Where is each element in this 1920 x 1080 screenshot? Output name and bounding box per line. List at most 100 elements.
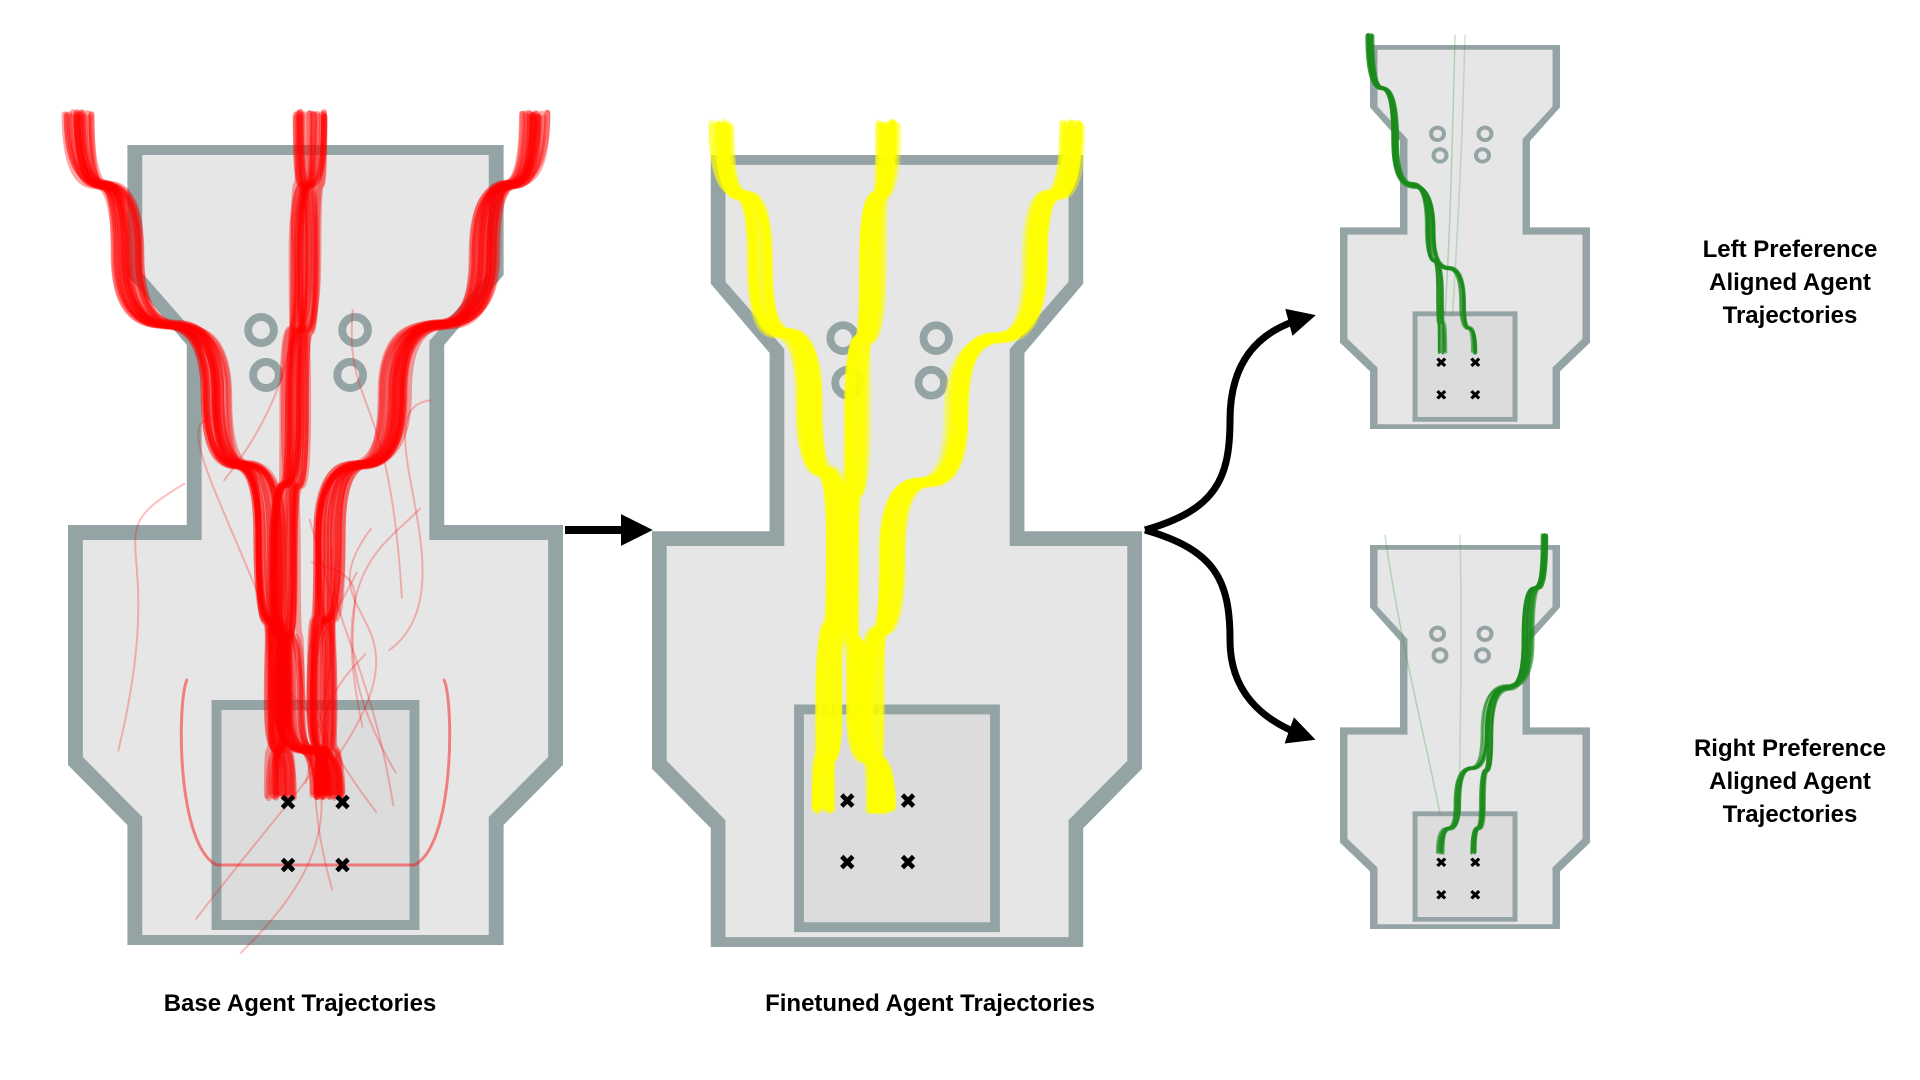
trajectory-line <box>278 111 332 796</box>
trajectory-line <box>868 120 1071 811</box>
trajectory-line <box>836 122 902 810</box>
trajectory-line <box>1473 533 1545 854</box>
trajectory-line <box>268 109 316 796</box>
trajectory-line <box>1458 534 1462 815</box>
trajectory-line <box>73 111 296 800</box>
trajectory-line <box>84 110 284 799</box>
trajectory-line <box>866 120 1067 813</box>
trajectory-line <box>309 114 547 796</box>
trajectory-line <box>271 112 332 799</box>
trajectory-line <box>268 110 339 796</box>
trajectory-line <box>876 121 1083 815</box>
marker-x: ✖ <box>333 791 351 816</box>
trajectory-line <box>847 121 896 810</box>
trajectory-line <box>306 114 541 796</box>
trajectory-line <box>315 110 551 797</box>
trajectory-line <box>858 120 1074 815</box>
trajectory-line <box>68 113 286 798</box>
trajectory-line <box>846 120 887 813</box>
trajectory-line <box>714 120 850 813</box>
trajectory-line <box>860 121 1083 810</box>
trajectory-line <box>81 112 275 799</box>
marker-x: ✖ <box>1435 855 1448 872</box>
caption-left-line3: Trajectories <box>1722 302 1858 329</box>
trajectory-line <box>863 118 1075 813</box>
marker-x: ✖ <box>279 791 297 816</box>
trajectory-line <box>273 109 334 796</box>
trajectory-line <box>720 121 841 813</box>
caption-finetuned: Finetuned Agent Trajectories <box>765 990 1095 1017</box>
trajectory-line <box>725 121 843 811</box>
trajectory-line <box>280 113 322 798</box>
finetuned-trajectories <box>708 118 1086 815</box>
trajectory-line <box>319 112 541 800</box>
trajectory-line <box>847 119 896 813</box>
trajectory-line <box>61 111 280 796</box>
spawn-room <box>1412 811 1518 922</box>
arrow-to-left-preference <box>1144 308 1316 534</box>
trajectory-line <box>865 120 1083 815</box>
right-preference-trajectories <box>1384 533 1549 855</box>
trajectory-line <box>847 124 897 815</box>
trajectory-line <box>860 121 1083 810</box>
marker-x: ✖ <box>899 789 917 814</box>
trajectory-line <box>310 111 537 801</box>
trajectory-line <box>275 114 341 796</box>
trajectory-line <box>74 109 293 796</box>
trajectory-line <box>865 123 1086 814</box>
trajectory-line <box>319 527 378 781</box>
spawn-markers: ✖ ✖ ✖ ✖ <box>279 791 352 879</box>
trajectory-line <box>314 113 536 801</box>
trajectory-line <box>313 110 540 800</box>
trajectory-line <box>838 123 889 812</box>
trajectory-line <box>283 109 333 800</box>
trajectory-line <box>725 124 837 810</box>
trajectory-line <box>77 111 290 799</box>
arrow-to-right-preference <box>1144 526 1316 744</box>
trajectory-line <box>310 561 397 774</box>
caption-right-line1: Right Preference <box>1693 735 1887 762</box>
trajectory-line <box>78 109 283 801</box>
trajectory-line <box>197 416 271 622</box>
trajectory-line <box>74 112 287 800</box>
trajectory-line <box>73 114 290 800</box>
trajectory-line <box>839 119 897 813</box>
pillars <box>826 321 953 400</box>
trajectory-line <box>270 111 345 801</box>
trajectory-line <box>708 119 851 812</box>
trajectory-line <box>350 309 403 599</box>
trajectory-line <box>315 114 534 796</box>
trajectory-line <box>850 118 896 812</box>
trajectory-line <box>179 678 452 867</box>
trajectory-line <box>73 114 288 800</box>
trajectory-line <box>862 124 1069 814</box>
trajectory-line <box>281 111 320 800</box>
trajectory-line <box>874 122 1069 813</box>
marker-x: ✖ <box>1435 387 1448 404</box>
trajectory-line <box>274 110 345 796</box>
trajectory-line <box>722 122 842 809</box>
caption-left-line2: Aligned Agent <box>1709 269 1871 296</box>
trajectory-line <box>388 399 432 652</box>
trajectory-line <box>273 111 320 797</box>
trajectory-line <box>715 122 835 810</box>
trajectory-line <box>713 123 844 811</box>
spawn-room <box>211 700 420 930</box>
trajectory-line <box>281 110 327 800</box>
trajectory-line <box>270 110 320 797</box>
marker-x: ✖ <box>899 851 917 876</box>
caption-left-preference: Left Preference Aligned Agent Trajectori… <box>1660 233 1920 332</box>
trajectory-line <box>79 114 295 796</box>
caption-right-line2: Aligned Agent <box>1709 768 1871 795</box>
base-trajectories <box>61 109 551 954</box>
marker-x: ✖ <box>838 851 856 876</box>
marker-x: ✖ <box>279 854 297 879</box>
trajectory-line <box>310 110 529 797</box>
trajectory-line <box>715 121 846 814</box>
trajectory-line <box>845 122 891 809</box>
pillars <box>1429 125 1494 164</box>
trajectory-line <box>722 123 852 811</box>
trajectory-line <box>63 111 283 797</box>
trajectory-line <box>328 110 526 798</box>
